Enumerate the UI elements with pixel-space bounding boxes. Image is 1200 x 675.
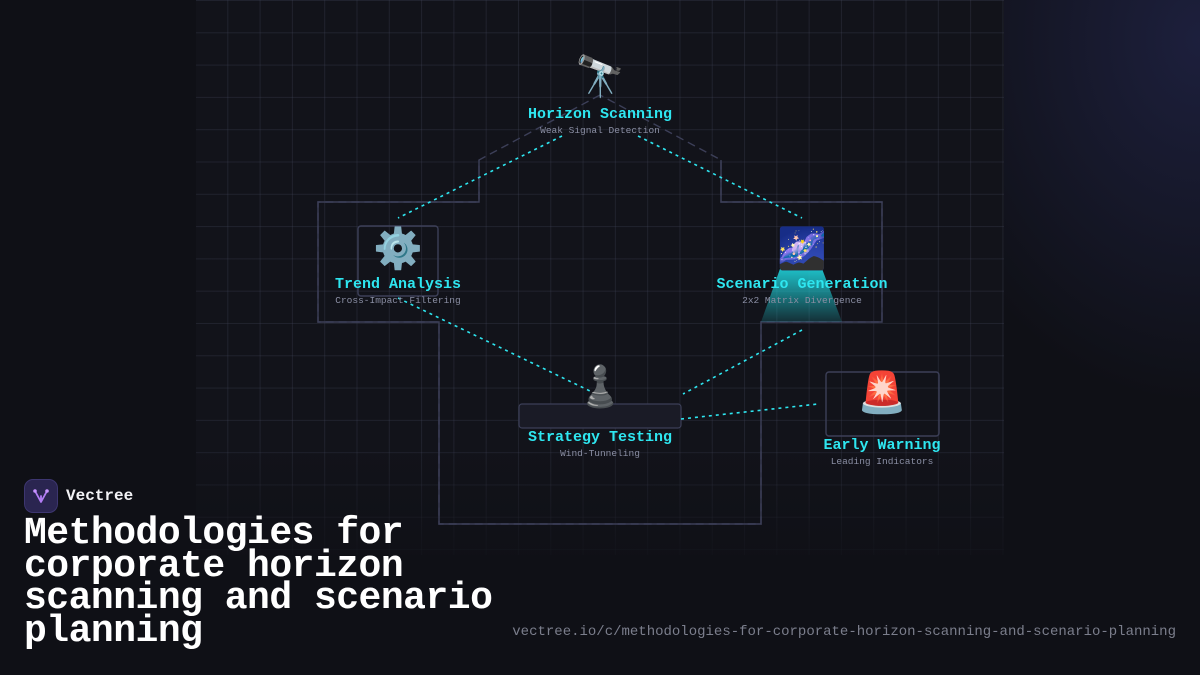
page-title: Methodologies for corporate horizon scan… — [24, 512, 493, 653]
outline-main-solid — [317, 160, 883, 525]
trend-card-outline — [357, 225, 439, 297]
warning-card-outline — [825, 371, 940, 437]
node-subtitle: Leading Indicators — [831, 456, 934, 467]
edge-trend-strategy — [397, 297, 593, 393]
brand: Vectree — [24, 479, 133, 513]
edge-strategy-warning — [680, 403, 819, 420]
scenario-beam — [761, 266, 842, 322]
milky-way-icon: 🌌 — [777, 225, 827, 272]
node-horizon-scanning: 🔭 Horizon Scanning Weak Signal Detection — [528, 53, 672, 136]
node-scenario-generation: 🌌 Scenario Generation 2x2 Matrix Diverge… — [716, 225, 887, 306]
page-url: vectree.io/c/methodologies-for-corporate… — [512, 624, 1176, 640]
node-trend-analysis: ⚙️ Trend Analysis Cross-Impact Filtering — [335, 225, 461, 306]
edge-horizon-trend — [397, 135, 563, 219]
strategy-platform — [518, 403, 682, 429]
node-strategy-testing: ♟️ Strategy Testing Wind-Tunneling — [528, 363, 672, 459]
node-title: Trend Analysis — [335, 276, 461, 293]
node-subtitle: Weak Signal Detection — [540, 125, 660, 136]
node-subtitle: Wind-Tunneling — [560, 448, 640, 459]
telescope-icon: 🔭 — [575, 53, 625, 100]
diagram-outline — [317, 94, 940, 525]
node-early-warning: 🚨 Early Warning Leading Indicators — [823, 369, 940, 467]
siren-icon: 🚨 — [857, 369, 907, 416]
connectors — [397, 135, 819, 420]
chess-pawn-icon: ♟️ — [575, 363, 625, 410]
node-title: Scenario Generation — [716, 276, 887, 293]
node-subtitle: 2x2 Matrix Divergence — [742, 295, 862, 306]
node-subtitle: Cross-Impact Filtering — [335, 295, 460, 306]
node-title: Horizon Scanning — [528, 106, 672, 123]
edge-horizon-scenario — [637, 135, 803, 219]
node-title: Early Warning — [823, 437, 940, 454]
edge-scenario-strategy — [682, 329, 803, 395]
grid-fade — [196, 440, 1004, 556]
node-title: Strategy Testing — [528, 429, 672, 446]
brand-name: Vectree — [66, 487, 134, 505]
vector-tree-icon — [24, 479, 58, 513]
gear-icon: ⚙️ — [373, 225, 423, 272]
